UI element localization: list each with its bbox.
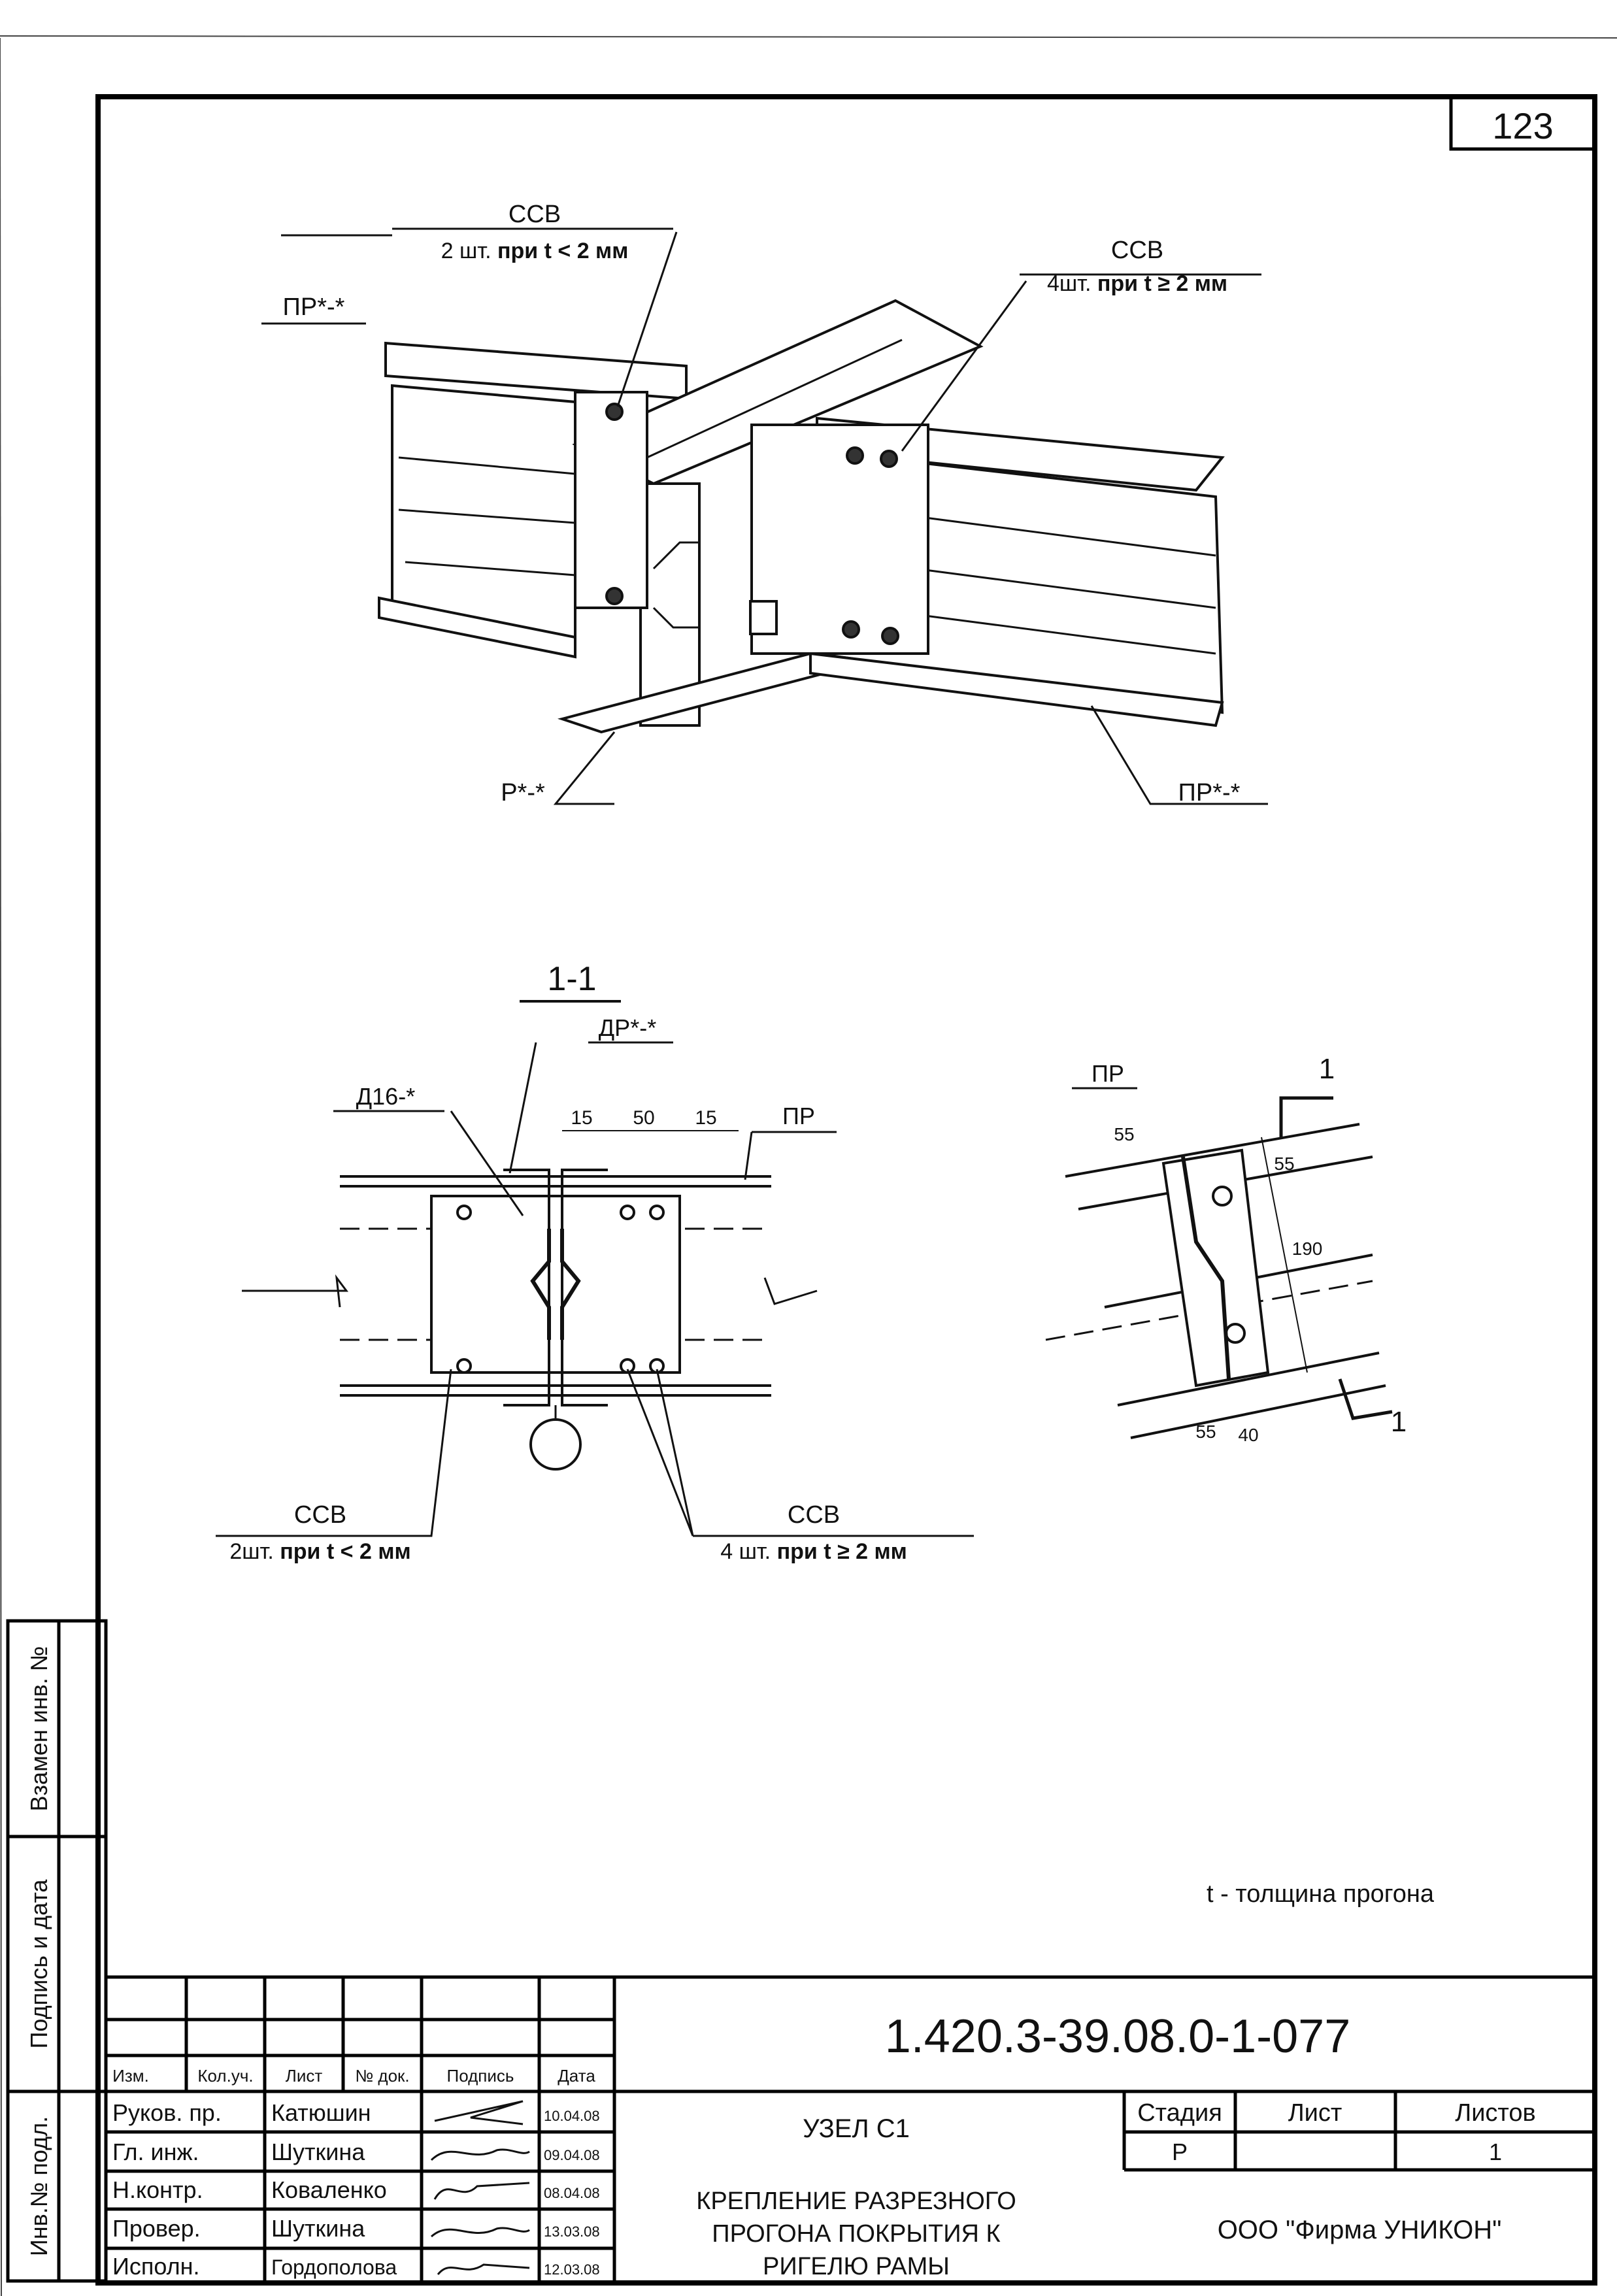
plan-dim-190: 190 xyxy=(1292,1239,1323,1259)
row-role: Руков. пр. xyxy=(112,2099,222,2126)
signature-marks xyxy=(430,2100,530,2275)
sheet-number-box xyxy=(1449,95,1597,151)
row-date: 08.04.08 xyxy=(544,2185,600,2201)
description-line-2: ПРОГОНА ПОКРЫТИЯ К xyxy=(712,2220,1000,2248)
header-kol: Кол.уч. xyxy=(197,2066,253,2086)
signer-rows: Руков. пр. Катюшин 10.04.08 Гл. инж. Шут… xyxy=(112,2099,600,2280)
stamp-podpis: Подпись и дата xyxy=(25,1879,52,2049)
row-date: 09.04.08 xyxy=(544,2147,600,2163)
iso-ssv-left-title: ССВ xyxy=(508,201,561,228)
description-line-1: КРЕПЛЕНИЕ РАЗРЕЗНОГО xyxy=(696,2188,1016,2215)
scan-edge-left xyxy=(0,37,2,2296)
stage-label: Стадия xyxy=(1137,2099,1222,2127)
sheets-label: Листов xyxy=(1455,2099,1535,2127)
sheet-number: 123 xyxy=(1492,105,1553,146)
row-name: Шуткина xyxy=(271,2215,365,2242)
plan-dim-55-top: 55 xyxy=(1274,1154,1294,1174)
row-date: 10.04.08 xyxy=(544,2108,600,2124)
sheet-frame xyxy=(95,94,1597,2286)
sheet-label: Лист xyxy=(1288,2099,1342,2127)
note: t - толщина прогона xyxy=(1207,1880,1435,1908)
row-role: Гл. инж. xyxy=(112,2138,199,2165)
row-date: 12.03.08 xyxy=(544,2261,600,2278)
label-d16: Д16-* xyxy=(356,1083,415,1110)
label-pr-section: ПР xyxy=(782,1103,815,1129)
row-role: Исполн. xyxy=(112,2253,200,2280)
row-name: Катюшин xyxy=(271,2099,371,2126)
stage-value: Р xyxy=(1172,2138,1188,2165)
header-izm: Изм. xyxy=(112,2066,149,2086)
section-ssv-left-title: ССВ xyxy=(294,1501,346,1529)
header-list: Лист xyxy=(286,2066,323,2086)
section-ssv-left-qty: 2шт. при t < 2 мм xyxy=(229,1539,410,1564)
label-dr: ДР*-* xyxy=(599,1014,656,1041)
header-doc: № док. xyxy=(355,2066,409,2086)
title-block-grid xyxy=(106,1975,1595,2283)
plan-view xyxy=(1045,1096,1393,1439)
cut-mark-bottom: 1 xyxy=(1391,1406,1407,1438)
node-title: УЗЕЛ С1 xyxy=(803,2114,910,2143)
label-left-purlin: ПР*-* xyxy=(283,293,345,321)
plan-dim-55-bottom: 55 xyxy=(1195,1422,1216,1442)
row-role: Н.контр. xyxy=(112,2176,203,2203)
description-line-3: РИГЕЛЮ РАМЫ xyxy=(763,2253,950,2280)
row-name: Шуткина xyxy=(271,2138,365,2165)
row-name: Гордополова xyxy=(271,2255,397,2279)
label-rafter: Р*-* xyxy=(501,779,545,807)
header-sign: Подпись xyxy=(447,2066,514,2086)
company: ООО "Фирма УНИКОН" xyxy=(1218,2216,1502,2244)
section-ssv-right-qty: 4 шт. при t ≥ 2 мм xyxy=(720,1539,907,1564)
dim-50: 50 xyxy=(633,1107,654,1129)
doc-code: 1.420.3-39.08.0-1-077 xyxy=(885,2010,1351,2063)
iso-ssv-right-qty: 4шт. при t ≥ 2 мм xyxy=(1047,271,1227,296)
isometric-view xyxy=(281,227,1268,805)
cut-mark-top: 1 xyxy=(1319,1053,1335,1085)
stamp-inv: Инв.№ подл. xyxy=(25,2116,52,2256)
iso-ssv-right-title: ССВ xyxy=(1111,237,1163,264)
side-stamp-column xyxy=(6,1619,108,2283)
stamp-vzamen: Взамен инв. № xyxy=(25,1646,52,1812)
plan-dim-55-left: 55 xyxy=(1114,1124,1134,1144)
section-ssv-right-title: ССВ xyxy=(788,1501,840,1529)
row-date: 13.03.08 xyxy=(544,2223,600,2240)
label-right-purlin: ПР*-* xyxy=(1178,779,1241,807)
section-view xyxy=(216,1042,974,1537)
sheets-value: 1 xyxy=(1489,2138,1502,2165)
plan-dim-40: 40 xyxy=(1238,1425,1258,1445)
iso-ssv-left-qty: 2 шт. при t < 2 мм xyxy=(441,239,629,263)
dim-15-left: 15 xyxy=(571,1107,592,1129)
row-name: Коваленко xyxy=(271,2176,387,2203)
row-role: Провер. xyxy=(112,2215,201,2242)
dim-15-right: 15 xyxy=(695,1107,716,1129)
plan-label-pr: ПР xyxy=(1092,1060,1124,1087)
scan-edge xyxy=(0,35,1617,39)
header-date: Дата xyxy=(558,2066,595,2086)
section-title: 1-1 xyxy=(547,960,596,998)
